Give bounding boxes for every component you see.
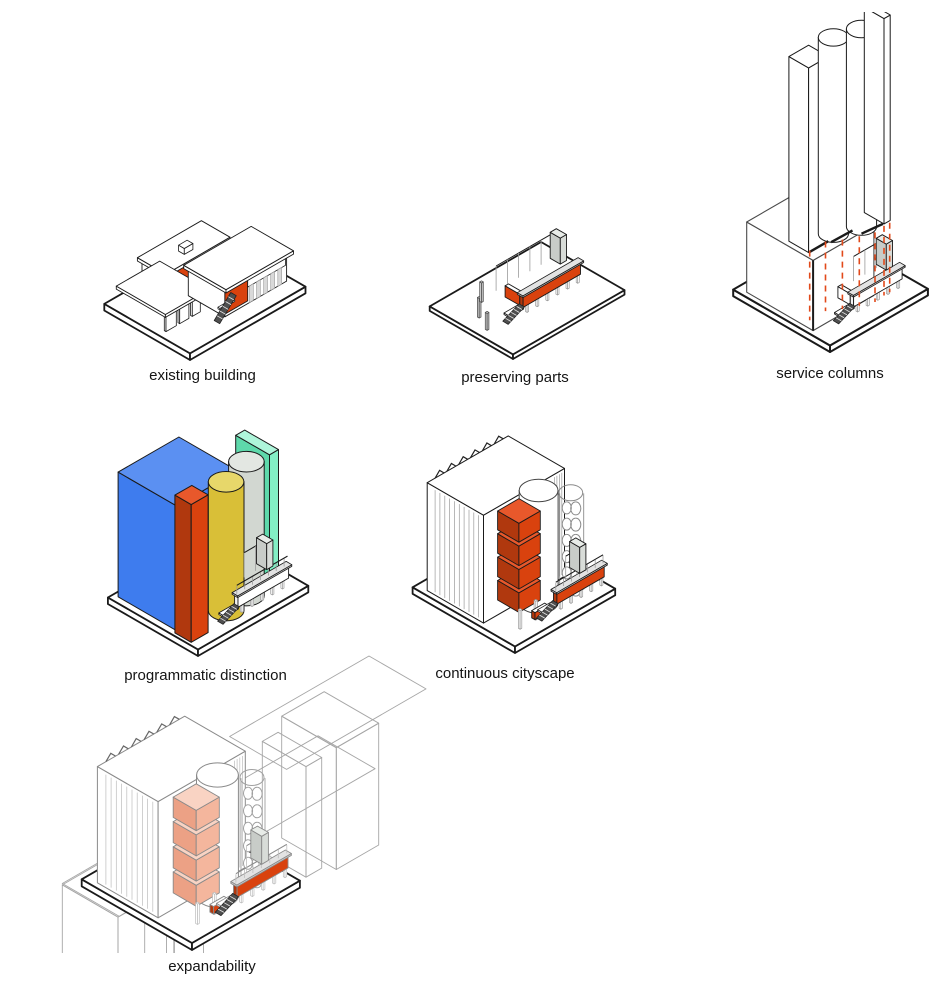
figure-preserving-parts: preserving parts <box>400 214 630 386</box>
figure-caption: existing building <box>149 367 256 384</box>
figure-expandability: expandability <box>10 623 450 975</box>
figure-programmatic-distinction: programmatic distinction <box>88 418 323 684</box>
figure-caption: service columns <box>776 365 884 382</box>
expandability-drawing <box>61 655 427 953</box>
service-columns-drawing <box>732 12 929 353</box>
preserving-parts-drawing <box>428 228 626 360</box>
existing-building-drawing <box>103 220 307 361</box>
figure-caption: preserving parts <box>461 369 569 386</box>
figure-service-columns: service columns <box>715 12 945 382</box>
figure-existing-building: existing building <box>85 210 320 384</box>
figure-caption: continuous cityscape <box>435 665 575 682</box>
programmatic-distinction-drawing <box>106 429 310 657</box>
figure-continuous-cityscape: continuous cityscape <box>390 410 620 682</box>
figure-caption: programmatic distinction <box>124 667 287 684</box>
figure-caption: expandability <box>168 958 256 975</box>
continuous-cityscape-drawing <box>411 435 617 654</box>
